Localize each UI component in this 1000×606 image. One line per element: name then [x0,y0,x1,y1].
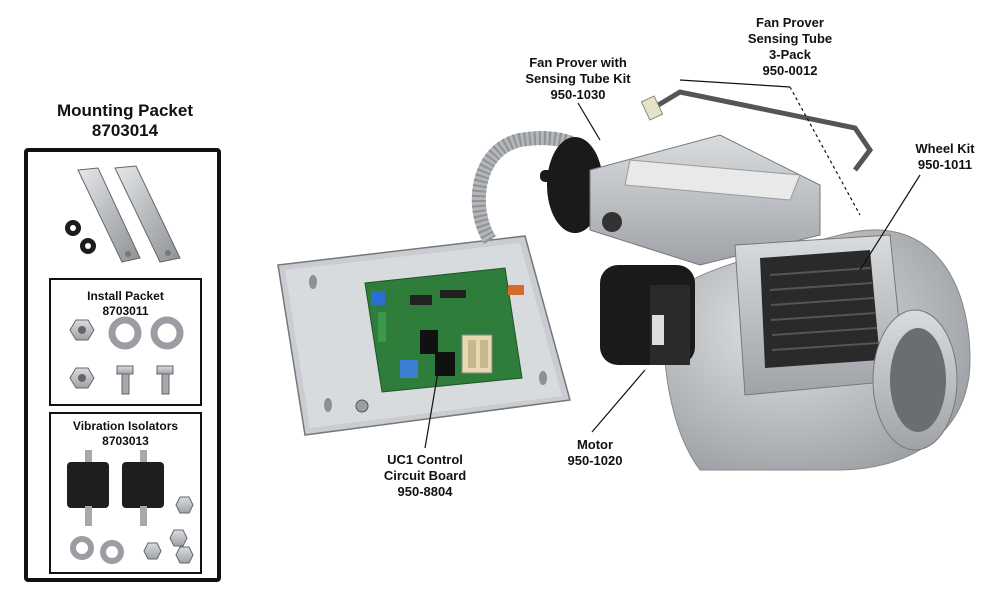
mounting-washers [65,220,96,254]
sensing-tube-label: Fan Prover Sensing Tube 3-Pack 950-0012 [725,15,855,79]
vibration-isolators-box: Vibration Isolators 8703013 [49,412,202,574]
wheel-kit-part: 950-1011 [917,157,973,172]
install-hardware [69,316,184,395]
vibration-isolator-parts [67,450,194,564]
fan-prover-kit-line2: Sensing Tube Kit [525,71,631,86]
motor [600,265,695,365]
sensing-tube [640,89,874,172]
circuit-board [364,267,524,393]
control-board-line1: UC1 Control [387,452,463,467]
fan-prover-kit-part: 950-1030 [550,87,606,102]
install-packet-title: Install Packet [87,289,164,303]
control-board-label: UC1 Control Circuit Board 950-8804 [360,452,490,500]
sensing-tube-line1: Fan Prover [756,15,824,30]
control-board-part: 950-8804 [397,484,453,499]
install-packet-box: Install Packet 8703011 [49,278,202,406]
fan-prover-kit-line1: Fan Prover with [529,55,627,70]
motor-label: Motor 950-1020 [550,437,640,469]
wheel-kit-label: Wheel Kit 950-1011 [900,141,990,173]
sensing-tube-line3: 3-Pack [769,47,811,62]
fan-prover-kit-label: Fan Prover with Sensing Tube Kit 950-103… [500,55,656,103]
install-packet-part: 8703011 [102,304,149,318]
sensing-tube-line2: Sensing Tube [747,31,833,46]
mounting-packet-part: 8703014 [91,121,159,140]
control-board-line2: Circuit Board [383,468,467,483]
wheel-kit-line1: Wheel Kit [915,141,975,156]
mounting-packet-title: Mounting Packet [56,101,193,120]
mounting-brackets [77,165,181,263]
motor-part: 950-1020 [567,453,623,468]
vibration-isolators-part: 8703013 [102,434,149,448]
leader-lines [424,79,921,449]
sensing-tube-part: 950-0012 [762,63,818,78]
mounting-packet-box: Install Packet 8703011 Vibration Isolato… [24,148,221,582]
motor-line1: Motor [576,437,614,452]
vibration-isolators-title: Vibration Isolators [72,419,179,433]
fan-prover-device [540,137,603,233]
blower-housing [589,134,971,471]
